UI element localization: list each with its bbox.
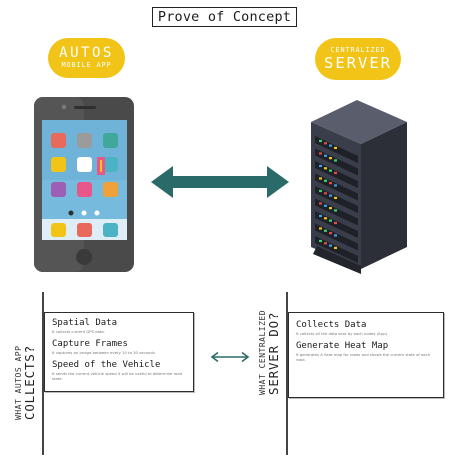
spatial-data-desc: It collects current GPS data.	[52, 329, 105, 334]
left-vertical-heading: WHAT AUTOS APP COLLECTS?	[14, 345, 37, 420]
status-led	[324, 229, 327, 232]
server-does-card: Collects Data It collects all the data s…	[288, 312, 444, 398]
vehicle-speed-heading: Speed of the Vehicle	[52, 360, 161, 370]
app-icons-grid	[51, 133, 118, 197]
status-led	[334, 234, 337, 237]
heat-map-heading: Generate Heat Map	[296, 341, 389, 351]
status-led	[319, 227, 322, 230]
left-divider-line	[42, 292, 44, 455]
status-led	[334, 146, 337, 150]
status-led	[329, 169, 332, 172]
capture-frames-desc: It captures an image between every 10 to…	[52, 350, 156, 355]
status-led	[324, 192, 327, 195]
autos-app-collects-card: Spatial Data It collects current GPS dat…	[44, 312, 194, 392]
collects-data-desc: It collects all the data sent by each no…	[296, 331, 389, 336]
server-badge-title: SERVER	[324, 54, 392, 72]
status-led	[324, 154, 327, 157]
status-led	[324, 204, 327, 207]
status-led	[319, 214, 322, 218]
status-led	[334, 221, 337, 225]
status-led	[319, 202, 322, 205]
status-led	[334, 171, 337, 175]
status-led	[329, 232, 332, 235]
right-vertical-line2: SERVER DO?	[266, 311, 281, 395]
small-bidirectional-arrow-icon	[210, 351, 250, 363]
autos-app-badge: AUTOS MOBILE APP	[48, 38, 125, 78]
heat-map-desc: It generates A heat map for roads and sh…	[296, 352, 431, 362]
server-badge-subtitle: CENTRALIZED	[330, 46, 386, 54]
server-rack-icon	[311, 100, 407, 274]
vehicle-speed-desc: It sends the current vehicle speed it wi…	[52, 371, 183, 381]
status-led	[324, 167, 327, 170]
page-title: Prove of Concept	[152, 7, 297, 27]
status-led	[324, 242, 327, 245]
spatial-data-heading: Spatial Data	[52, 318, 118, 328]
status-led	[334, 184, 337, 187]
status-led	[319, 177, 322, 180]
status-led	[329, 219, 332, 222]
right-divider-line	[286, 292, 288, 455]
status-led	[324, 179, 327, 182]
capture-frames-heading: Capture Frames	[52, 339, 128, 349]
status-led	[329, 207, 332, 210]
status-led	[334, 196, 337, 200]
status-led	[329, 244, 332, 247]
status-led	[329, 157, 332, 160]
status-led	[319, 152, 322, 155]
server-drive-bays	[315, 136, 358, 263]
server-badge: CENTRALIZED SERVER	[315, 38, 401, 80]
collects-data-heading: Collects Data	[296, 320, 367, 330]
status-led	[319, 239, 322, 243]
status-led	[324, 142, 327, 145]
status-led	[334, 246, 337, 250]
status-led	[319, 189, 322, 193]
status-led	[334, 159, 337, 162]
smartphone-icon	[34, 97, 134, 272]
status-led	[324, 217, 327, 220]
right-vertical-heading: WHAT CENTRALIZED SERVER DO?	[258, 310, 281, 395]
status-led	[334, 209, 337, 212]
status-led	[329, 194, 332, 197]
status-led	[319, 139, 322, 143]
status-led	[329, 144, 332, 147]
app-badge-title: AUTOS	[59, 45, 114, 61]
app-badge-subtitle: MOBILE APP	[61, 61, 112, 69]
bidirectional-arrow-icon	[151, 166, 289, 198]
left-vertical-line2: COLLECTS?	[22, 345, 37, 420]
status-led	[319, 164, 322, 168]
status-led	[329, 182, 332, 185]
